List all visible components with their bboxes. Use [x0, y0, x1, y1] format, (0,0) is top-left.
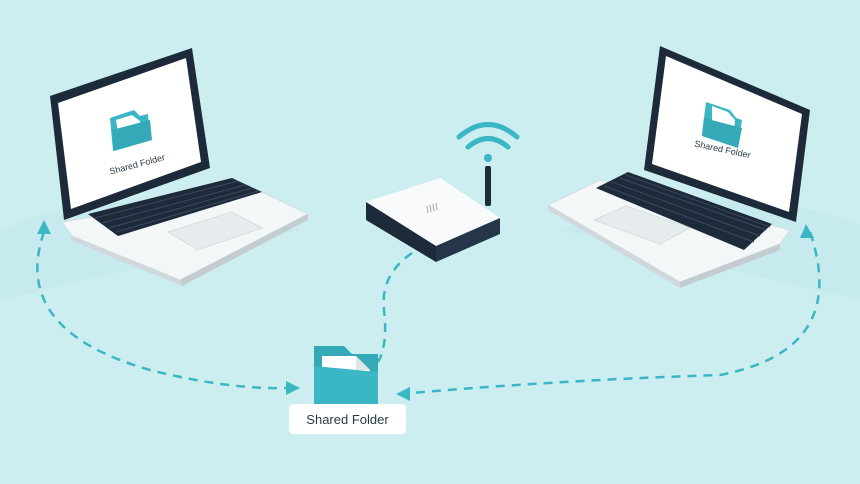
shared-folder-label-box: [289, 404, 406, 434]
shared-folder-icon: [314, 346, 378, 408]
left-screen-folder-icon: [110, 110, 152, 151]
right-laptop-keyboard-keys: [603, 174, 771, 243]
right-laptop-icon: Shared Folder: [546, 46, 810, 288]
router-vents: [426, 202, 438, 214]
left-laptop-base-front: [180, 214, 308, 286]
right-screen-folder-icon: [702, 102, 742, 148]
connection-left-laptop-to-folder: [36, 231, 291, 390]
arrowhead-right-laptop: [800, 224, 814, 238]
folder-front: [314, 366, 378, 408]
left-laptop-trackpad: [166, 211, 264, 251]
router-antenna: [485, 166, 491, 206]
folder-document-corner: [356, 356, 370, 370]
router-top: [366, 178, 500, 246]
connection-arrowheads: [37, 220, 814, 401]
router-side-right: [436, 218, 500, 262]
connection-lines: [36, 231, 821, 396]
arrowhead-left-laptop: [37, 220, 51, 234]
connection-right-laptop-to-folder: [399, 231, 821, 396]
left-laptop-base-edge: [70, 236, 182, 286]
connection-router-to-folder: [376, 251, 413, 363]
right-laptop-trackpad: [592, 205, 692, 245]
arrowhead-folder-left: [286, 381, 300, 395]
router-side-left: [366, 202, 436, 262]
right-laptop-base-front: [548, 205, 680, 288]
right-laptop-keyboard: [596, 172, 772, 250]
arrowhead-folder-right: [396, 387, 410, 401]
left-laptop-icon: Shared Folder: [50, 48, 310, 286]
left-laptop-keyboard-keys: [94, 180, 259, 233]
router-icon: [366, 166, 500, 262]
right-laptop-base-edge: [680, 244, 780, 288]
wifi-icon: [456, 122, 520, 162]
shared-folder-label: Shared Folder: [306, 412, 389, 427]
